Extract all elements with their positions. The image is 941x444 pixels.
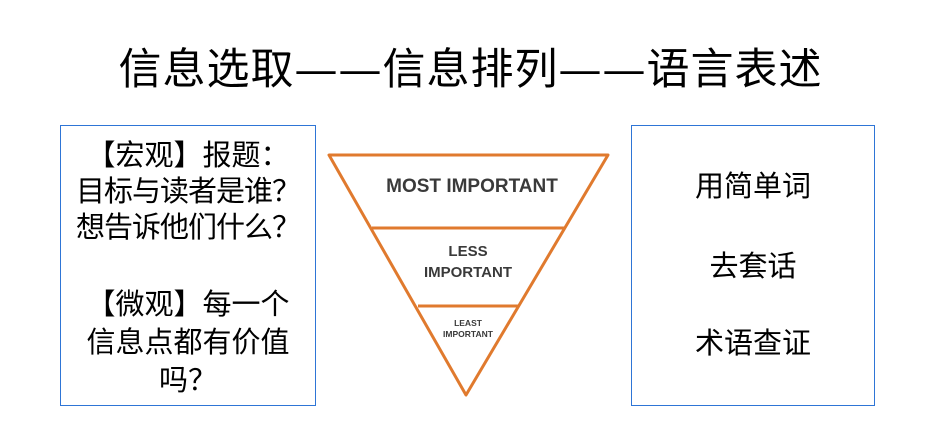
text-line: 【微观】每一个 [86,287,290,321]
text-line: 吗？ [158,363,217,397]
tip-item: 术语查证 [694,326,811,360]
level-less-important: IMPORTANT [424,264,512,281]
text-line: 【宏观】报题： [86,138,290,172]
level-least: LEAST [454,318,483,328]
slide-title: 信息选取——信息排列——语言表述 [118,45,823,95]
tip-item: 用简单词 [694,169,811,203]
text-line: 信息点都有价值 [86,325,290,359]
level-least-important: IMPORTANT [443,329,494,339]
language-tips-box: 用简单词 去套话 术语查证 [631,125,875,406]
level-less: LESS [448,243,487,260]
text-line: 目标与读者是谁？ [75,174,301,208]
tip-item: 去套话 [709,249,797,283]
macro-micro-box: 【宏观】报题： 目标与读者是谁？ 想告诉他们什么？ 【微观】每一个 信息点都有价… [60,125,316,406]
text-line: 想告诉他们什么？ [75,210,301,244]
level-most-important: MOST IMPORTANT [386,176,558,197]
pyramid-outline [327,153,610,397]
